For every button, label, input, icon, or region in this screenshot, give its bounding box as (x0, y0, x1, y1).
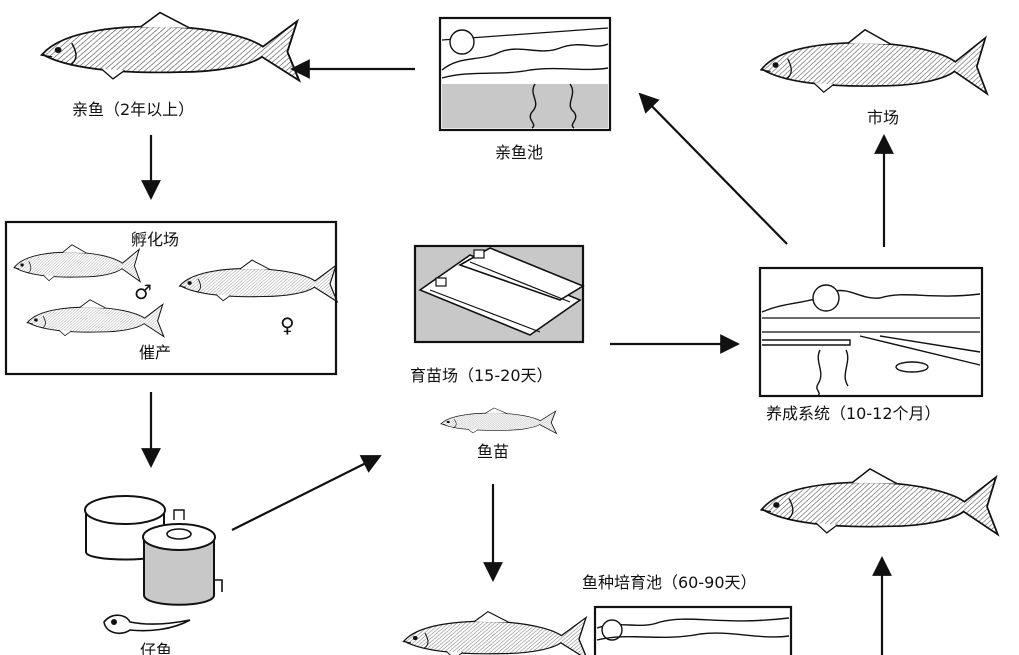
nursery-label: 育苗场（15-20天） (410, 366, 553, 385)
arrow-tanks-to-nursery (231, 455, 382, 531)
broodstock-pond-label: 亲鱼池 (495, 143, 544, 162)
hatchery-label: 孵化场 (131, 230, 180, 249)
broodstock-label: 亲鱼（2年以上） (72, 100, 195, 119)
fingerling-pond-label: 鱼种培育池（60-90天） (582, 573, 757, 592)
grow-out-pond-icon (758, 266, 984, 398)
incubation-tank-icon (84, 495, 223, 606)
broodstock-fish-icon (39, 11, 301, 82)
male-symbol: ♂ (134, 280, 152, 304)
grow-out-fish-icon (759, 468, 999, 536)
fry-label: 鱼苗 (477, 442, 510, 461)
grow-out-label: 养成系统（10-12个月） (766, 404, 941, 423)
hatchery-box (4, 220, 338, 376)
larva-icon (103, 614, 191, 635)
broodstock-pond-icon (438, 16, 612, 132)
female-symbol: ♀ (280, 313, 295, 337)
flow-arrows (141, 59, 894, 655)
fingerling-pond-icon (593, 605, 793, 655)
market-label: 市场 (867, 108, 900, 127)
nursery-raceway-icon (413, 244, 585, 344)
larvae-label: 仔鱼 (140, 641, 173, 655)
arrow-growout-to-pond (638, 92, 788, 245)
fry-fish-icon (439, 407, 557, 434)
market-fish-icon (759, 28, 988, 95)
fingerling-fish-icon (401, 610, 589, 655)
induced-spawning-label: 催产 (139, 343, 172, 362)
